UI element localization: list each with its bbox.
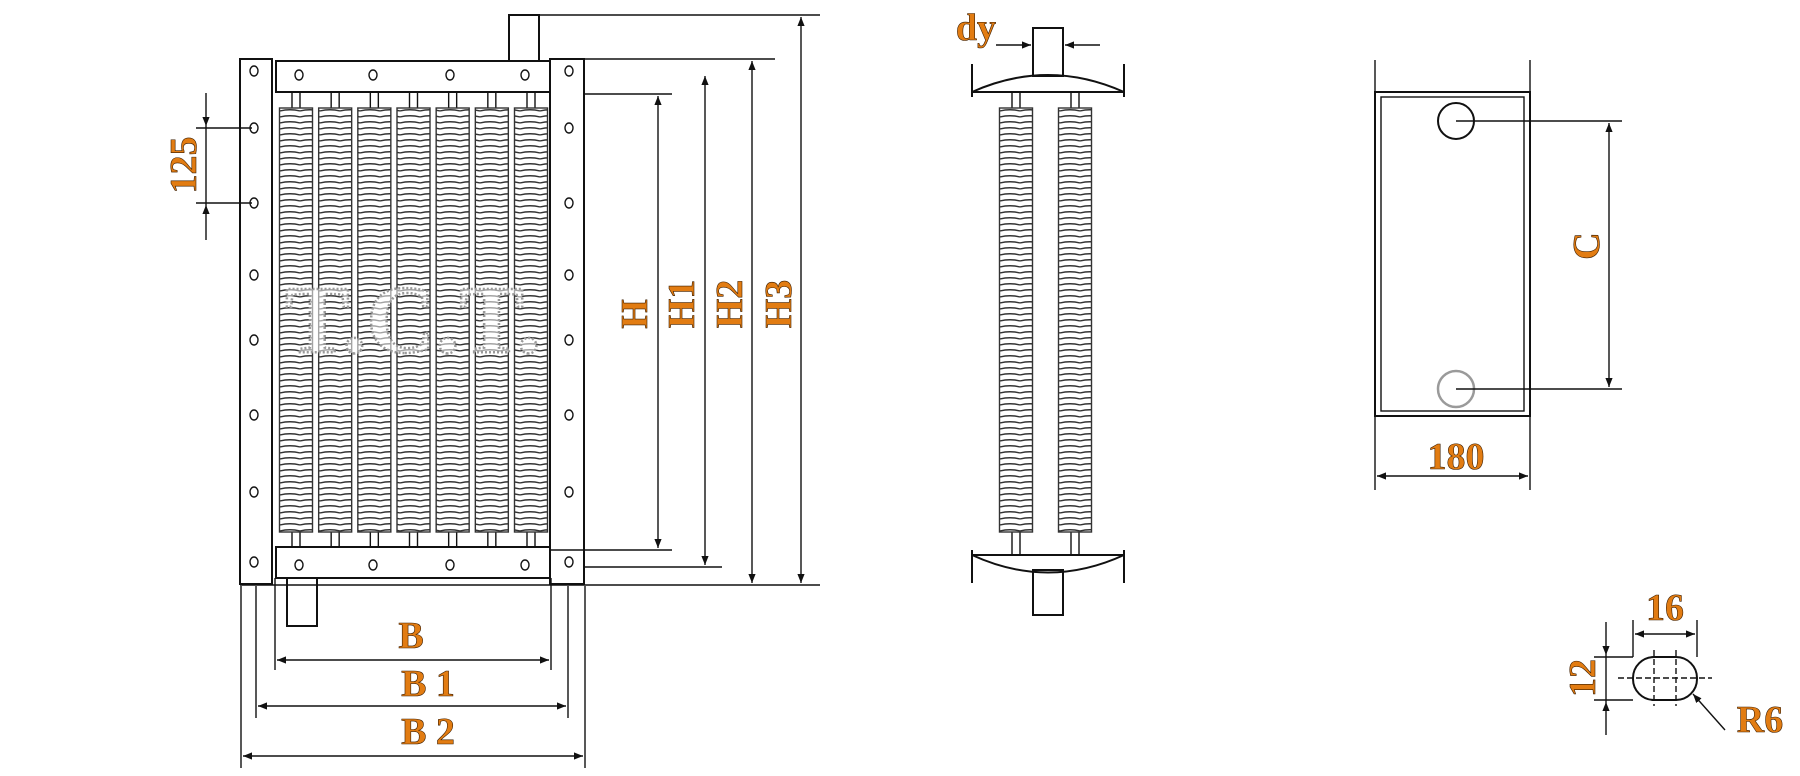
side-view: dy [956,7,1125,616]
width-extension-lines [240,578,586,768]
dimension-h-label: H [614,299,656,329]
header-bolt-holes [294,69,530,571]
slot-radius-label: R6 [1737,699,1783,741]
slot-height-label: 12 [1562,659,1604,697]
flange-view: C 180 [1374,60,1622,490]
pitch-label: 125 [163,137,205,194]
dimension-b1-label: B 1 [401,663,455,705]
width-dimensions: B B 1 B 2 [243,615,583,760]
side-bottom-pipe [1032,569,1064,616]
bottom-header-bar [275,546,551,579]
bottom-outlet-pipe [286,577,318,627]
side-element-1 [998,92,1034,555]
pipe-diameter-dimension: dy [956,7,1100,49]
dimension-h2-label: H2 [709,280,751,329]
side-finned-elements [998,92,1093,555]
heating-element-3 [357,92,392,547]
pitch-dimension: 125 [163,93,252,240]
flange-outer [1374,91,1531,417]
heating-element-4 [396,92,431,547]
dimension-h3-label: H3 [758,280,800,329]
front-view: T.C.T. H H1 H2 H3 [163,14,820,768]
heating-element-2 [317,92,353,547]
flange-width-label: 180 [1428,436,1485,478]
dimension-h1-label: H1 [661,280,703,329]
height-extension-lines [240,14,820,586]
side-element-2 [1057,92,1093,555]
left-flange-strip [239,58,273,585]
slot-detail: 16 12 R6 [1562,587,1784,742]
watermark-text: T.C.T. [285,266,540,373]
slot-width-label: 16 [1646,587,1684,629]
top-inlet-pipe [508,14,540,62]
height-dimensions: H H1 H2 H3 [614,17,805,583]
heating-element-1 [278,92,314,547]
heating-element-5 [435,92,470,547]
side-top-header [971,74,1125,93]
top-header-bar [275,60,551,93]
finned-heating-elements [278,92,549,547]
side-top-pipe [1032,27,1064,77]
pipe-diameter-label: dy [956,7,996,49]
side-bottom-header [971,554,1125,574]
right-flange-strip [549,58,585,585]
center-distance-label: C [1566,232,1608,259]
heating-element-7 [513,92,549,547]
heating-element-6 [474,92,510,547]
flange-inner [1380,96,1525,412]
dimension-b2-label: B 2 [401,711,455,753]
dimension-b-label: B [398,615,423,657]
